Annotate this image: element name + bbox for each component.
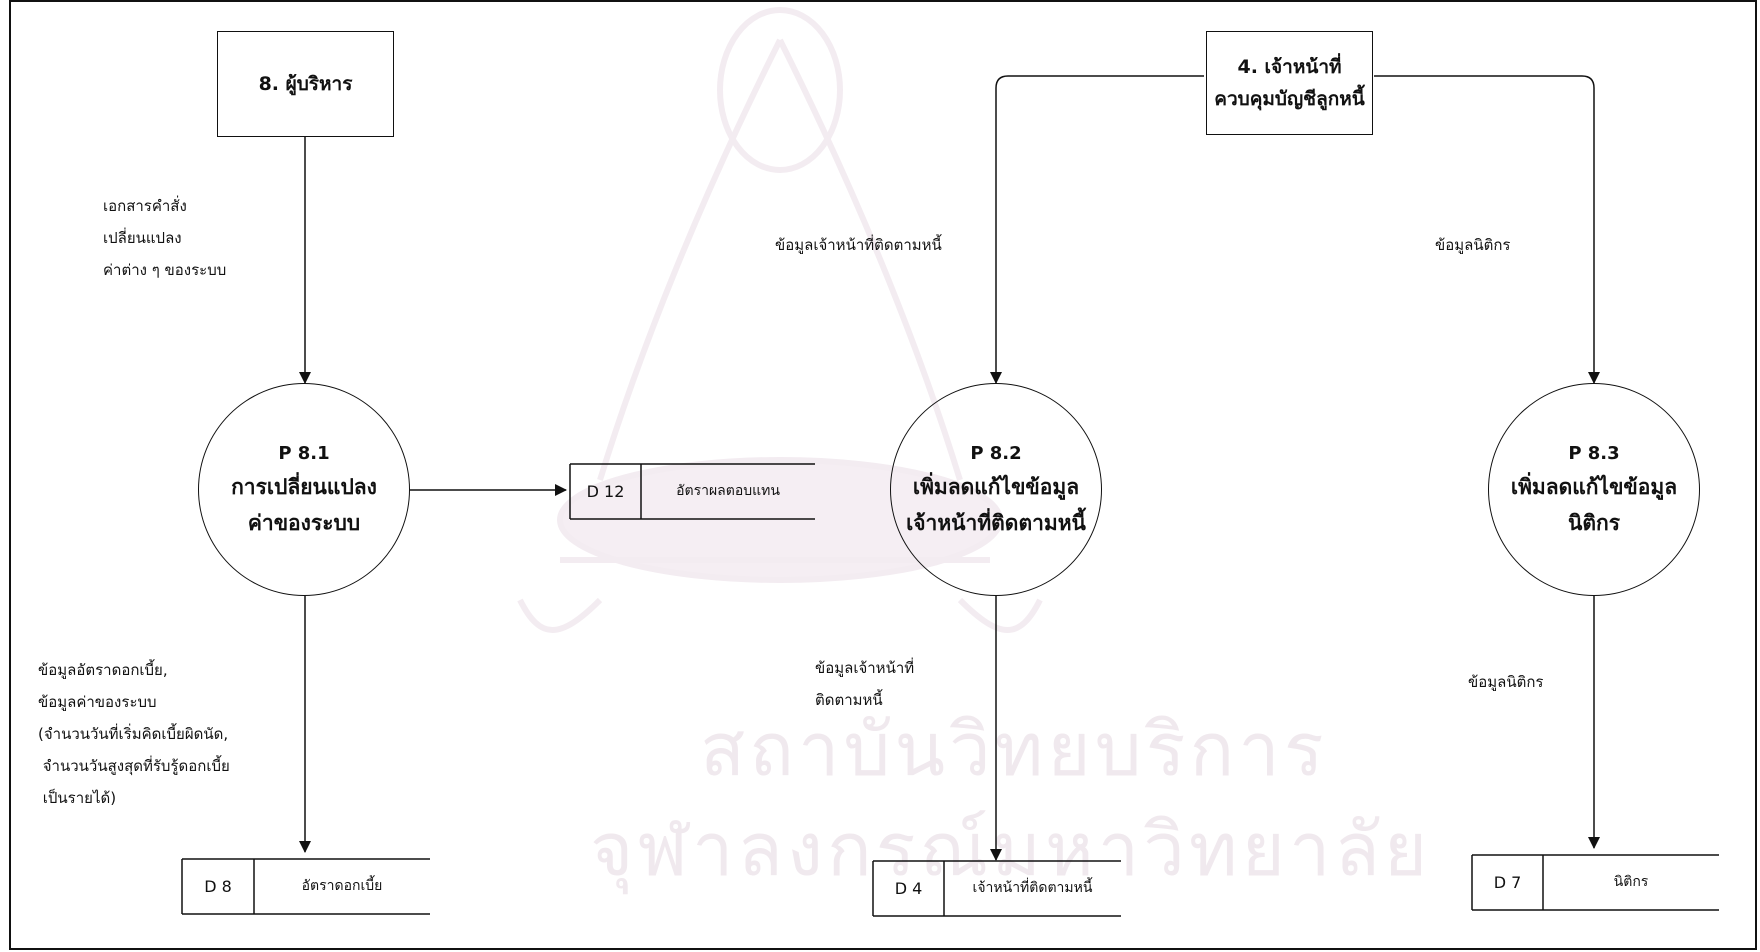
process-p83-id: P 8.3	[1568, 442, 1620, 464]
entity-debt-officer: 4. เจ้าหน้าที่ ควบคุมบัญชีลูกหนี้	[1206, 31, 1373, 135]
flow-label-line: เป็นรายได้)	[38, 789, 117, 807]
flow-label-line: เอกสารคำสั่ง	[103, 197, 187, 215]
store-d8: D 8 อัตราดอกเบี้ย	[182, 865, 430, 907]
process-p81: P 8.1 การเปลี่ยนแปลง ค่าของระบบ	[198, 383, 410, 596]
flow-label-line: ติดตามหนี้	[815, 691, 883, 709]
entity-debt-officer-line2: ควบคุมบัญชีลูกหนี้	[1214, 88, 1365, 110]
process-p83: P 8.3 เพิ่มลดแก้ไขข้อมูล นิติกร	[1488, 383, 1700, 596]
process-p83-line2: นิติกร	[1568, 510, 1620, 535]
process-p82-line2: เจ้าหน้าที่ติดตามหนี้	[906, 510, 1086, 535]
store-d12-id: D 12	[586, 481, 625, 501]
store-d8-id: D 8	[204, 876, 232, 896]
watermark-line-2: จุฬาลงกรณ์มหาวิทยาลัย	[590, 807, 1432, 893]
store-d8-name: อัตราดอกเบี้ย	[301, 878, 383, 894]
page-border	[9, 0, 1757, 950]
store-d7-name: นิติกร	[1613, 874, 1649, 890]
entity-executive-label: 8. ผู้บริหาร	[258, 73, 353, 95]
store-d7: D 7 นิติกร	[1472, 861, 1719, 903]
store-d7-id: D 7	[1493, 872, 1522, 892]
flow-label-line: (จำนวนวันที่เริ่มคิดเบี้ยผิดนัด,	[38, 725, 229, 743]
flow-label-officer-to-p82: ข้อมูลเจ้าหน้าที่ติดตามหนี้	[775, 236, 942, 254]
flow-label-line: ค่าต่าง ๆ ของระบบ	[103, 261, 227, 279]
process-p82-line1: เพิ่มลดแก้ไขข้อมูล	[912, 474, 1080, 499]
flow-label-p83-to-d7: ข้อมูลนิติกร	[1468, 673, 1544, 691]
flow-officer-to-p83	[1374, 75, 1600, 384]
flow-label-line: ข้อมูลค่าของระบบ	[38, 693, 157, 711]
store-d4-id: D 4	[894, 878, 923, 898]
flow-label-p82-to-d4: ข้อมูลเจ้าหน้าที่ ติดตามหนี้	[815, 652, 914, 716]
flow-label-exec-to-p81: เอกสารคำสั่ง เปลี่ยนแปลง ค่าต่าง ๆ ของระ…	[103, 190, 226, 286]
store-d12: D 12 อัตราผลตอบแทน	[570, 470, 815, 512]
flow-label-p81-to-d8: ข้อมูลอัตราดอกเบี้ย, ข้อมูลค่าของระบบ (จ…	[38, 654, 230, 814]
store-frame-d12	[569, 463, 815, 520]
process-p82: P 8.2 เพิ่มลดแก้ไขข้อมูล เจ้าหน้าที่ติดต…	[890, 383, 1102, 596]
process-p81-line1: การเปลี่ยนแปลง	[231, 474, 377, 499]
process-p81-line2: ค่าของระบบ	[247, 510, 361, 535]
entity-debt-officer-line1: 4. เจ้าหน้าที่	[1237, 56, 1342, 78]
process-p83-line1: เพิ่มลดแก้ไขข้อมูล	[1510, 474, 1678, 499]
store-d4-name: เจ้าหน้าที่ติดตามหนี้	[972, 880, 1093, 896]
store-d4: D 4 เจ้าหน้าที่ติดตามหนี้	[873, 867, 1121, 909]
flow-label-line: เปลี่ยนแปลง	[103, 229, 182, 247]
flow-label-line: ข้อมูลอัตราดอกเบี้ย,	[38, 661, 168, 679]
process-p82-id: P 8.2	[970, 442, 1022, 464]
store-frame-d7	[1471, 854, 1719, 911]
watermark-line-1: สถาบันวิทยบริการ	[700, 707, 1328, 793]
entity-executive: 8. ผู้บริหาร	[217, 31, 394, 137]
flow-officer-to-p82	[990, 75, 1204, 384]
process-p81-id: P 8.1	[278, 442, 330, 464]
flow-label-line: ข้อมูลเจ้าหน้าที่	[815, 659, 915, 677]
store-d12-name: อัตราผลตอบแทน	[676, 483, 780, 499]
flow-label-line: จำนวนวันสูงสุดที่รับรู้ดอกเบี้ย	[38, 757, 230, 775]
flow-label-officer-to-p83: ข้อมูลนิติกร	[1435, 236, 1511, 254]
store-frame-d8	[181, 858, 430, 915]
store-frame-d4	[872, 860, 1121, 917]
